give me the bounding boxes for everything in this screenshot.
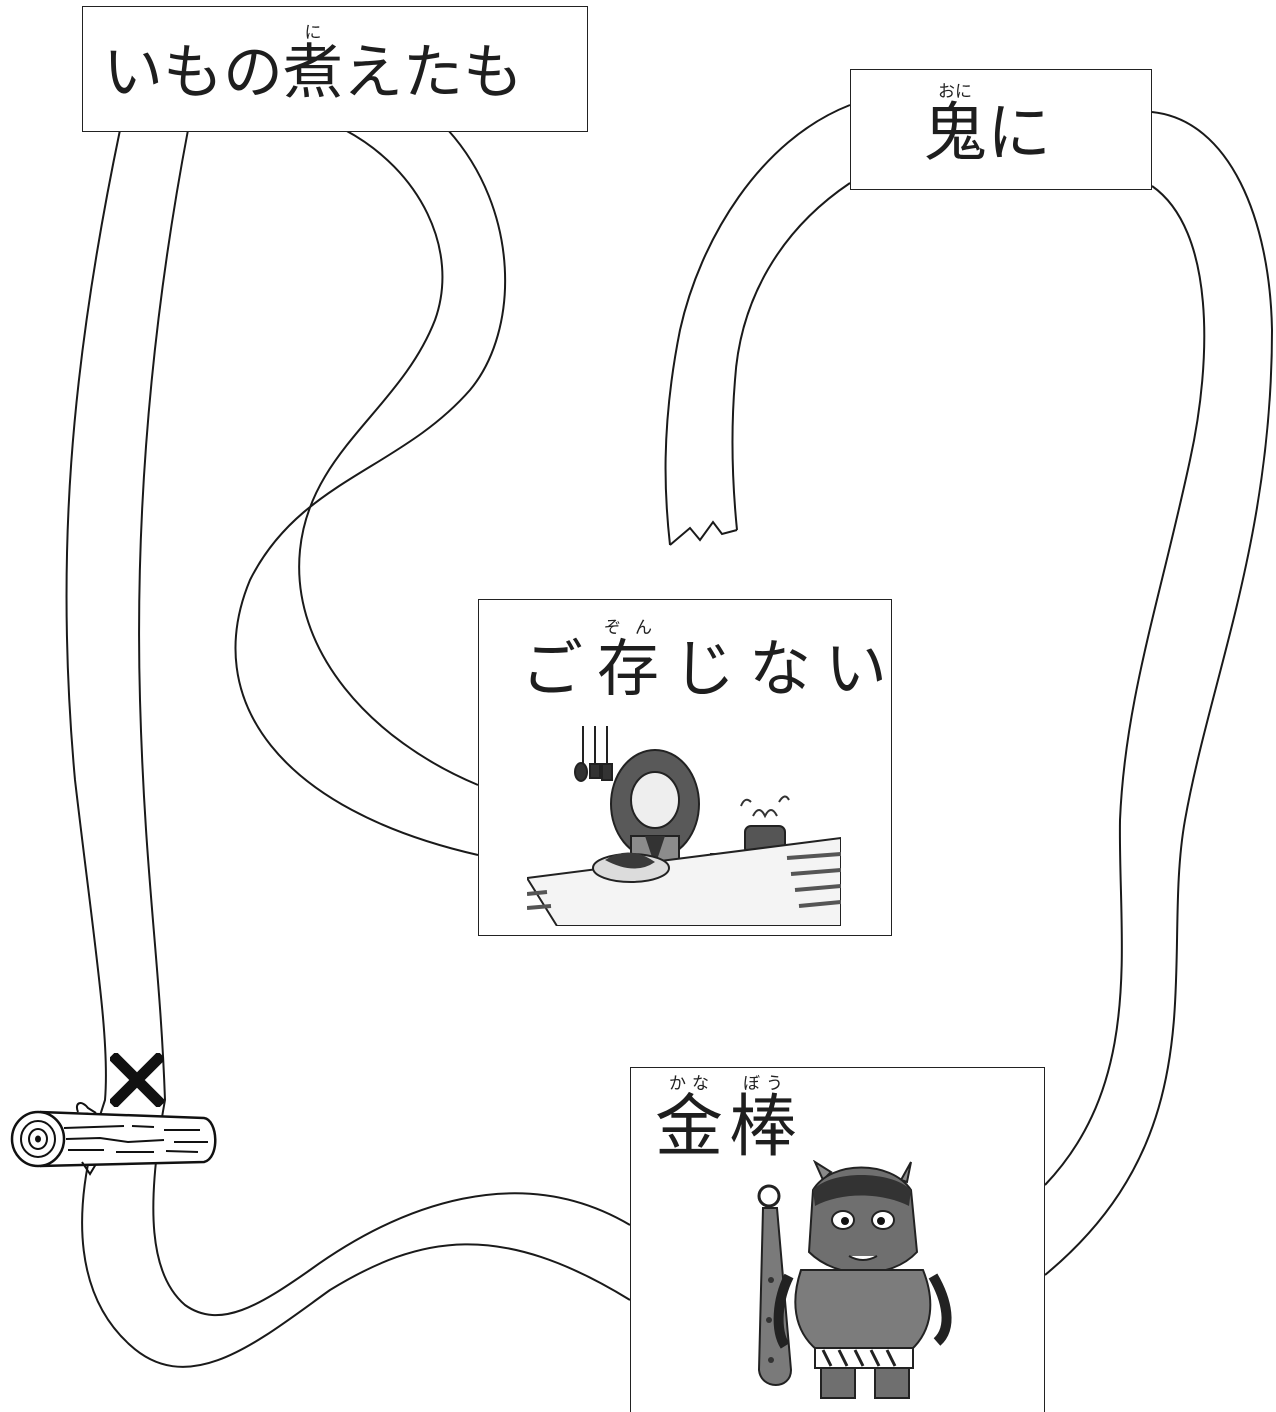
segment: に [987, 97, 1051, 171]
segment: おに鬼 [923, 82, 987, 171]
road-middle-outer-edge [234, 129, 507, 856]
segment: かな金 [655, 1074, 730, 1167]
phrase-imo-nietamo: いもの に煮 えたも [103, 23, 523, 103]
road-right-outer-edge [1044, 111, 1274, 1276]
segment: じない [673, 632, 902, 705]
segment: いもの [103, 38, 283, 108]
cross-mark-icon [110, 1053, 164, 1107]
road-left-outer-edge [65, 129, 631, 1368]
card-oni-ni: おに鬼 に [850, 69, 1152, 190]
log-icon [10, 1102, 217, 1176]
card-imo-nietamo: いもの に煮 えたも [82, 6, 588, 132]
torn-road-end [669, 520, 738, 546]
road-dead-end-outer-edge [664, 104, 851, 546]
card-kanabou: かな金 ぼう棒 [630, 1067, 1045, 1412]
segment: ぞん存 [597, 618, 674, 705]
oni-with-club-illustration [741, 1160, 961, 1400]
segment: ぼう棒 [729, 1074, 804, 1167]
segment: えたも [343, 38, 523, 108]
girl-eating-at-table-illustration [527, 708, 841, 926]
segment: ご [521, 632, 598, 705]
phrase-oni-ni: おに鬼 に [923, 82, 1051, 166]
card-gozonjinai: ご ぞん存 じない [478, 599, 892, 936]
road-dead-end-inner-edge [731, 182, 851, 531]
segment: に煮 [283, 23, 343, 108]
road-right-inner-edge [1044, 185, 1206, 1186]
road-middle-inner-edge [298, 129, 479, 786]
phrase-gozonjinai: ご ぞん存 じない [521, 618, 901, 700]
phrase-kanabou: かな金 ぼう棒 [655, 1074, 803, 1162]
